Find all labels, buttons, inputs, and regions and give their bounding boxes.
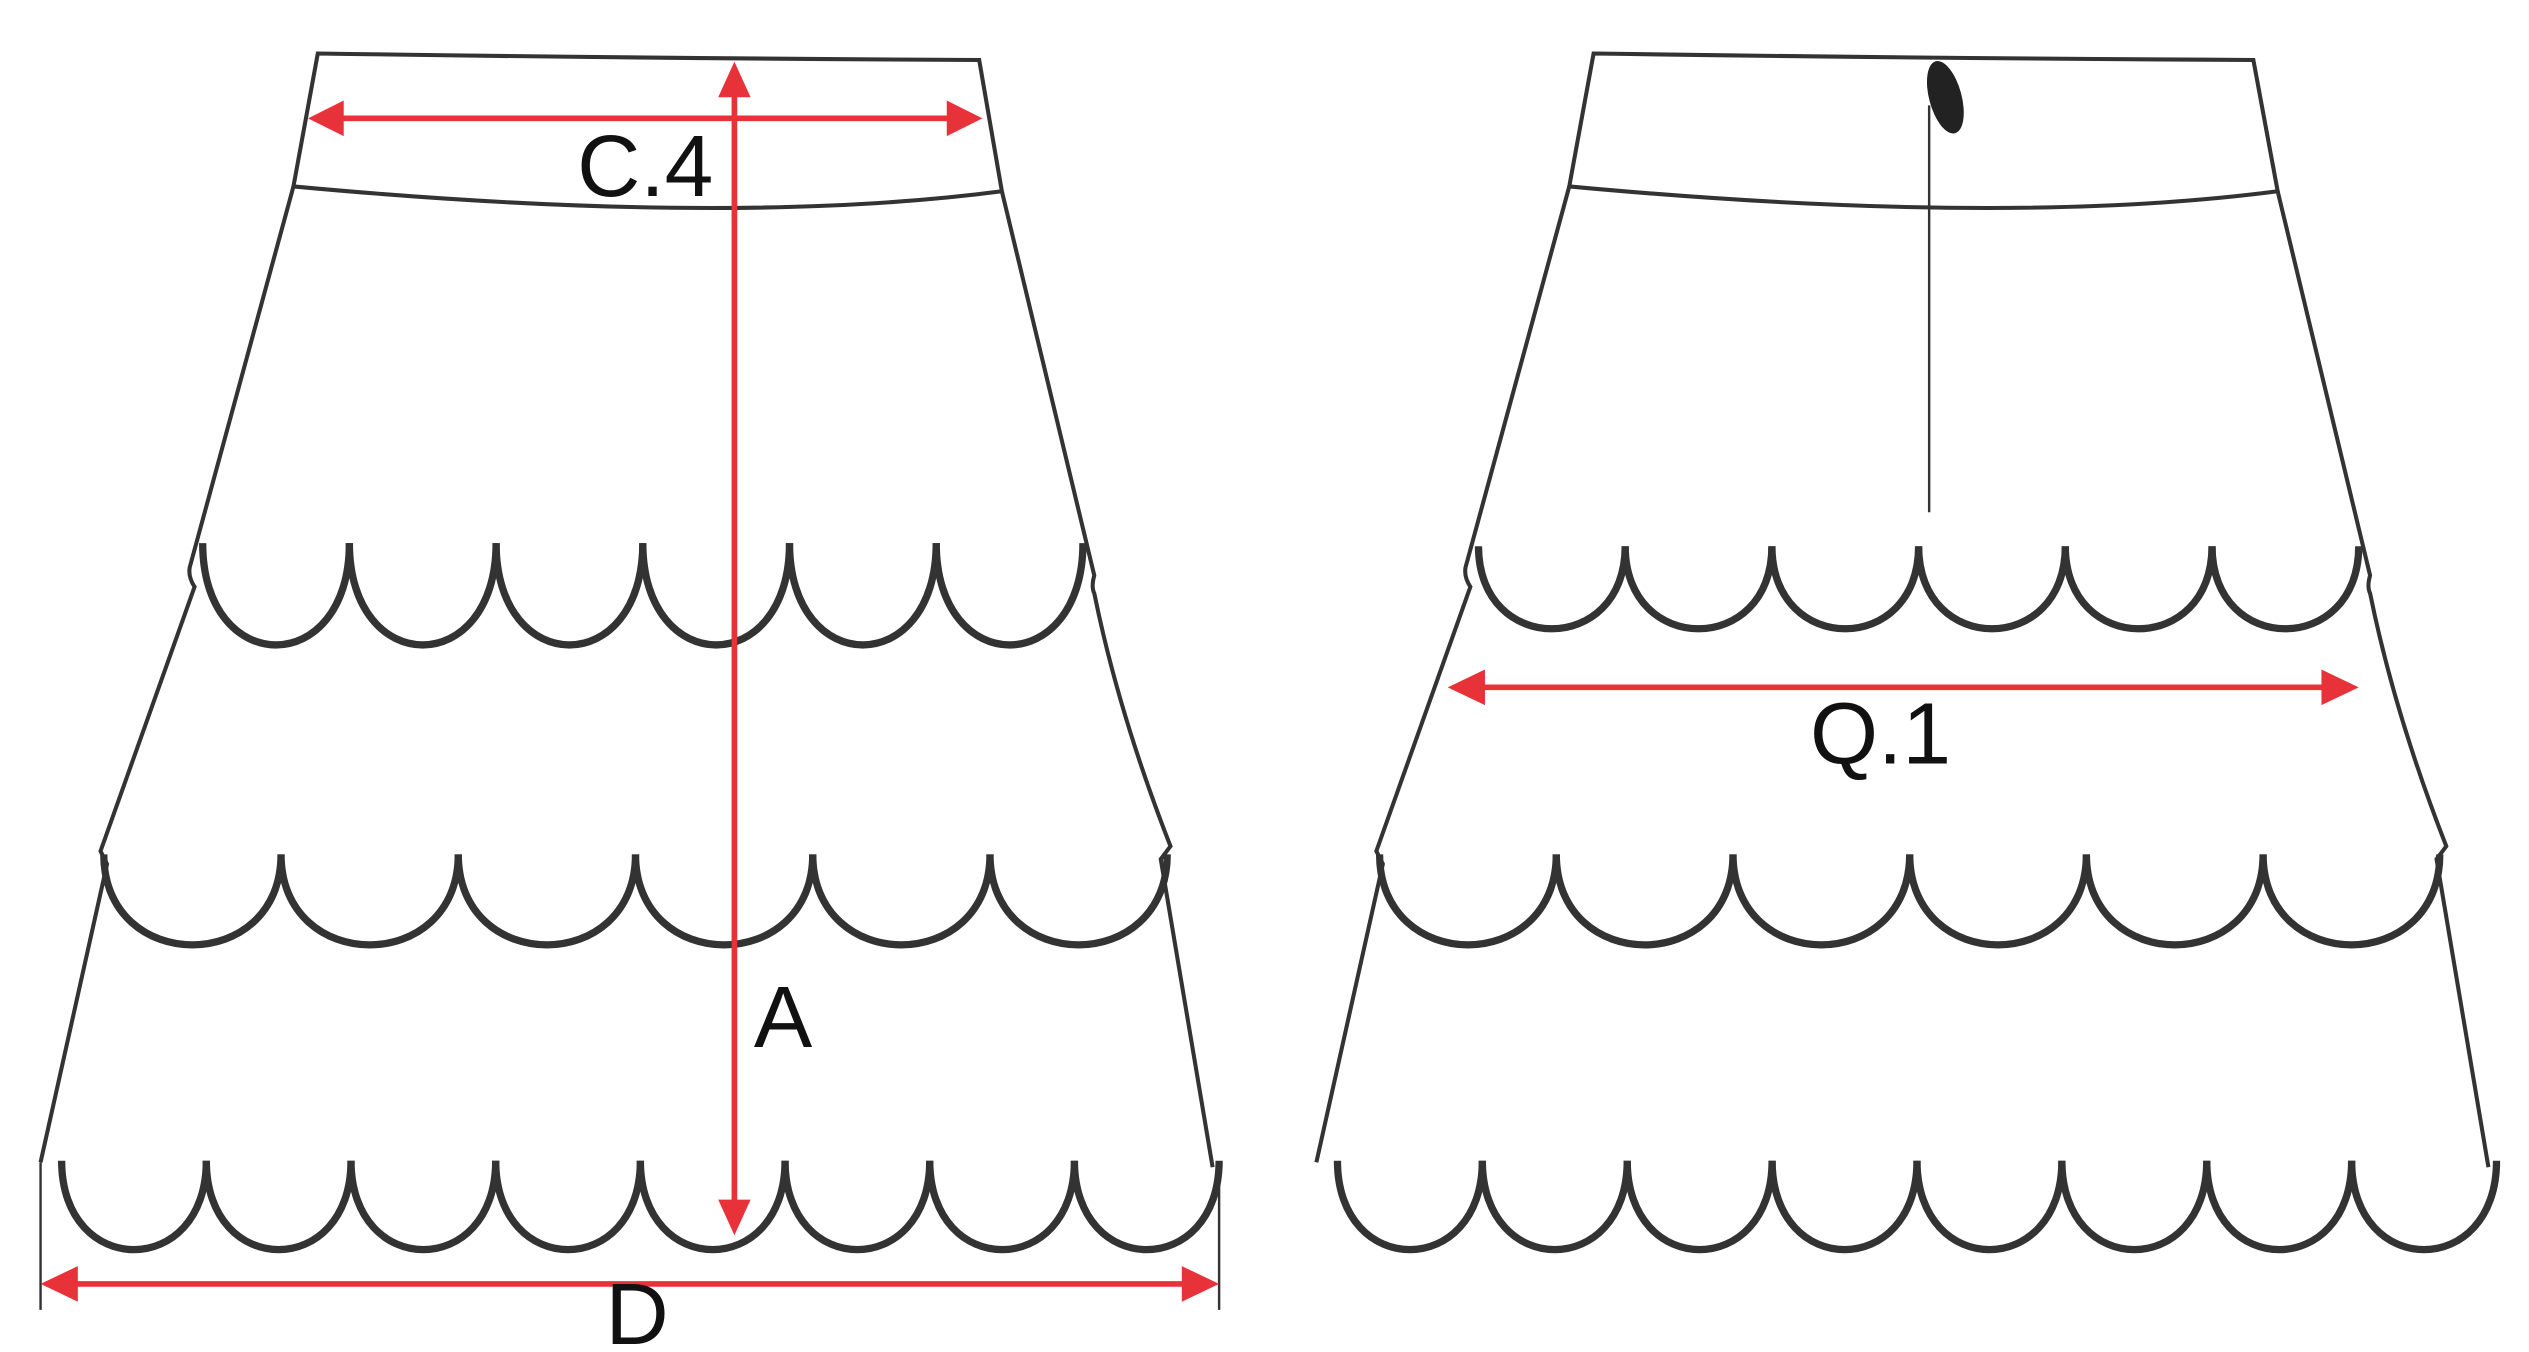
scallop [1906,854,2091,949]
scallop [2259,854,2444,949]
front-view-skirt: C.4 A D [38,51,1223,1352]
scallop [345,543,500,649]
scallop [926,1160,1079,1254]
scallop [2082,854,2267,949]
scallop [454,854,640,949]
scallop [1914,546,2069,633]
scallop [631,854,817,949]
tier-measure-arrow [1447,669,2359,706]
scallop [1552,854,1737,949]
scallop [2348,1160,2501,1254]
scallop-tier-3 [57,1160,1223,1254]
scallop [2061,546,2216,633]
scallop [785,543,940,649]
scallop [1729,854,1914,949]
waistband [1566,51,2281,210]
scallop-tier-1 [1474,546,2363,633]
scallop-tier-2 [100,854,1171,949]
scallop [492,543,647,649]
skirt-left-side [1314,185,1572,1163]
hem-label: D [606,1265,669,1352]
scallop [639,543,794,649]
scallop [100,854,285,949]
waistband [291,51,1005,210]
scallop [1623,1160,1776,1254]
scallop [1768,546,1923,633]
scallop [1768,1160,1921,1254]
scallop [1333,1160,1486,1254]
scallop [1621,546,1776,633]
scallop [2203,1160,2356,1254]
scallop [1478,1160,1631,1254]
skirt-left-side [38,185,296,1163]
waist-measure-arrow [308,100,983,137]
scallop [1913,1160,2066,1254]
length-label: A [754,968,813,1066]
skirt-right-side [2275,190,2491,1168]
scallop [809,854,994,949]
scallop [347,1160,500,1254]
tier-label: Q.1 [1810,685,1951,783]
scallop [2208,546,2363,633]
scallop [932,543,1087,649]
scallop [1375,854,1560,949]
waist-label: C.4 [577,117,713,215]
hem-measure-arrow [40,1266,1220,1302]
scallop-tier-2 [1375,854,2444,949]
length-measure-arrow [718,61,751,1236]
scallop-tier-3 [1333,1160,2501,1254]
scallop [492,1160,645,1254]
skirt-right-side [999,190,1215,1168]
scallop [1070,1160,1223,1254]
scallop [636,1160,789,1254]
scallop [277,854,462,949]
scallop [57,1160,210,1254]
back-view-skirt: Q.1 [1314,51,2501,1254]
scallop [199,543,354,649]
scallop [202,1160,355,1254]
scallop [986,854,1171,949]
scallop [781,1160,934,1254]
scallop [1474,546,1629,633]
zipper-pull-icon [1926,61,1964,134]
scallop [2058,1160,2211,1254]
scallop-tier-1 [199,543,1087,649]
